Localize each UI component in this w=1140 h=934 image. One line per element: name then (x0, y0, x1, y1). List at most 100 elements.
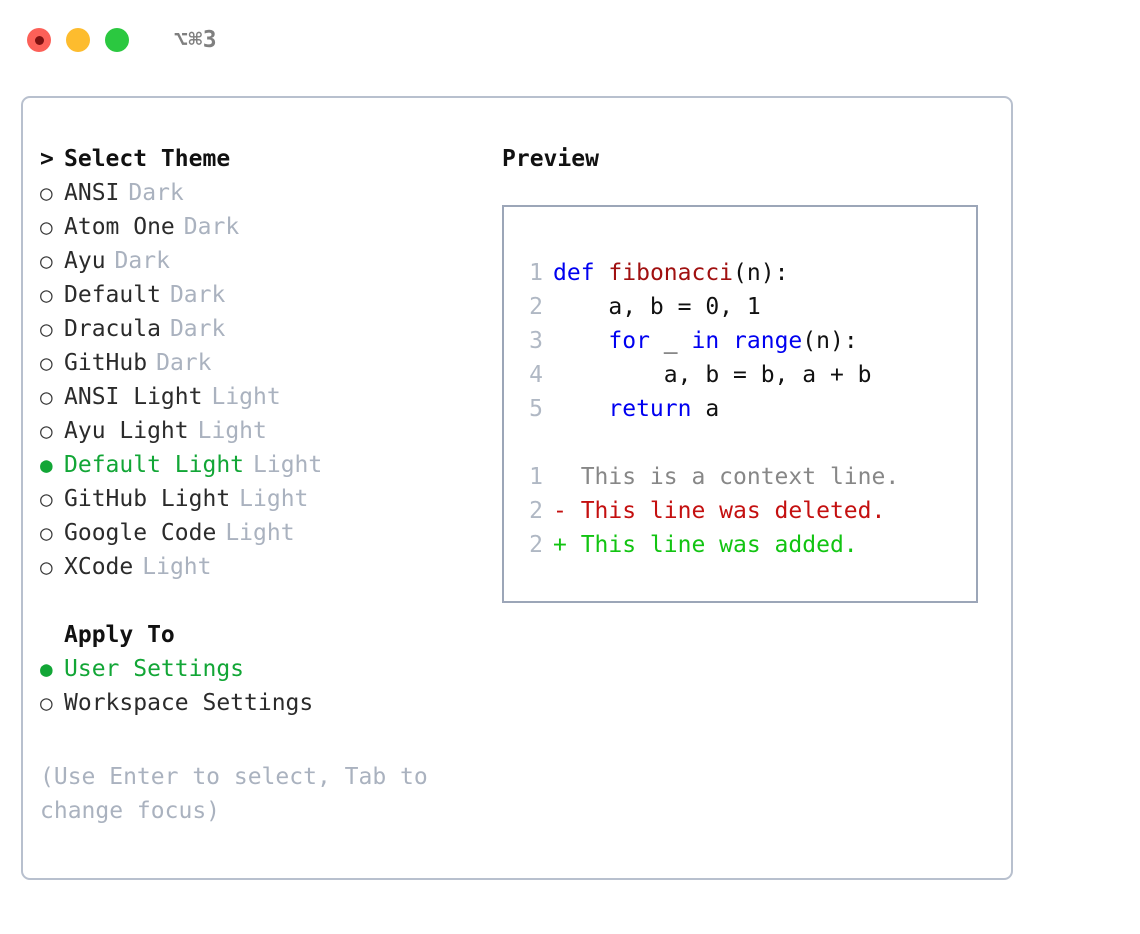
minimize-button[interactable] (66, 28, 90, 52)
radio-unselected-icon[interactable]: ○ (40, 181, 53, 205)
theme-list-item-label: GitHub Light (64, 486, 231, 512)
radio-unselected-icon[interactable]: ○ (40, 283, 53, 307)
theme-list-item[interactable]: ○ ANSI Light Light (40, 384, 470, 418)
recording-dot-icon (34, 35, 44, 45)
code-line-content: def fibonacci(n): (553, 256, 788, 290)
line-number: 5 (529, 396, 543, 422)
theme-list-item[interactable]: ○ Atom One Dark (40, 214, 470, 248)
theme-list-item[interactable]: ○ Ayu Light Light (40, 418, 470, 452)
theme-list-item[interactable]: ○ GitHub Dark (40, 350, 470, 384)
code-token: (n): (802, 328, 858, 354)
radio-selected-icon[interactable]: ● (40, 453, 53, 477)
apply-to-heading: ○Apply To (40, 622, 470, 656)
code-line: 5 return a (519, 392, 899, 426)
radio-unselected-icon[interactable]: ○ (40, 555, 53, 579)
radio-unselected-icon[interactable]: ○ (40, 351, 53, 375)
code-blank-line (519, 426, 899, 460)
theme-variant-badge: Dark (114, 248, 170, 274)
theme-variant-badge: Dark (183, 214, 240, 240)
window-titlebar: ⌥⌘3 (0, 0, 1140, 80)
code-token (553, 328, 608, 354)
radio-unselected-icon[interactable]: ○ (40, 215, 53, 239)
code-line-content: for _ in range(n): (553, 324, 858, 358)
theme-variant-badge: Light (225, 520, 295, 546)
keyboard-hint: (Use Enter to select, Tab to change focu… (40, 764, 442, 824)
line-number: 1 (529, 464, 543, 490)
radio-unselected-icon[interactable]: ○ (40, 385, 53, 409)
code-token: _ (649, 328, 692, 354)
code-token: return (608, 396, 692, 422)
code-token: a, b = 0, 1 (553, 294, 761, 320)
code-token: for (608, 328, 650, 354)
line-number: 1 (529, 260, 543, 286)
radio-unselected-icon[interactable]: ○ (40, 419, 53, 443)
apply-to-item-label: User Settings (64, 656, 245, 682)
close-button[interactable] (27, 28, 51, 52)
theme-list-item[interactable]: ● Default Light Light (40, 452, 470, 486)
theme-list-item[interactable]: ○ XCode Light (40, 554, 470, 588)
diff-line-content: + This line was added. (553, 532, 858, 558)
code-token: (n): (733, 260, 789, 286)
radio-unselected-icon[interactable]: ○ (40, 521, 53, 545)
theme-list-item-label: GitHub (64, 350, 148, 376)
diff-line: 2 - This line was deleted. (519, 494, 899, 528)
code-token (553, 396, 608, 422)
line-number: 2 (529, 294, 543, 320)
window-controls (27, 28, 129, 52)
code-token: def (553, 260, 595, 286)
theme-variant-badge: Dark (169, 316, 226, 342)
line-number: 2 (529, 498, 543, 524)
code-line: 3 for _ in range(n): (519, 324, 899, 358)
code-token: range (733, 328, 803, 354)
theme-variant-badge: Light (142, 554, 212, 580)
code-line-content: return a (553, 392, 719, 426)
theme-picker-heading-label: Select Theme (64, 146, 231, 172)
radio-unselected-icon[interactable]: ○ (40, 249, 53, 273)
theme-list-item-label: Atom One (64, 214, 175, 240)
theme-list-item-label: XCode (64, 554, 134, 580)
preview-title: Preview (502, 146, 599, 172)
line-number: 4 (529, 362, 543, 388)
code-line-content: a, b = 0, 1 (553, 290, 761, 324)
line-number: 2 (529, 532, 543, 558)
code-line: 2 a, b = 0, 1 (519, 290, 899, 324)
radio-unselected-icon[interactable]: ○ (40, 487, 53, 511)
apply-to-item[interactable]: ○Workspace Settings (40, 690, 470, 724)
theme-list-item[interactable]: ○ GitHub Light Light (40, 486, 470, 520)
theme-list-item-label: Dracula (64, 316, 161, 342)
theme-list-item-label: ANSI Light (64, 384, 203, 410)
diff-line-content: - This line was deleted. (553, 498, 886, 524)
theme-list-item[interactable]: ○ Dracula Dark (40, 316, 470, 350)
theme-variant-badge: Light (197, 418, 267, 444)
code-token (719, 328, 733, 354)
apply-to-item[interactable]: ● User Settings (40, 656, 470, 690)
diff-line: 1 This is a context line. (519, 460, 899, 494)
theme-variant-badge: Light (253, 452, 323, 478)
theme-list-item-label: Default Light (64, 452, 245, 478)
theme-list-item-label: Ayu Light (64, 418, 189, 444)
window-title: ⌥⌘3 (174, 27, 218, 53)
theme-variant-badge: Light (239, 486, 309, 512)
radio-unselected-icon[interactable]: ○ (40, 317, 53, 341)
radio-unselected-icon[interactable]: ○ (40, 691, 53, 715)
radio-selected-icon[interactable]: ● (40, 657, 53, 681)
theme-list-item-label: Default (64, 282, 161, 308)
code-token: a, b = b, a + b (553, 362, 872, 388)
diff-line-content: This is a context line. (553, 464, 900, 490)
theme-variant-badge: Light (211, 384, 281, 410)
theme-picker-heading: >Select Theme (40, 146, 470, 180)
theme-variant-badge: Dark (156, 350, 212, 376)
maximize-button[interactable] (105, 28, 129, 52)
line-number: 3 (529, 328, 543, 354)
code-token: fibonacci (608, 260, 734, 286)
code-line: 4 a, b = b, a + b (519, 358, 899, 392)
